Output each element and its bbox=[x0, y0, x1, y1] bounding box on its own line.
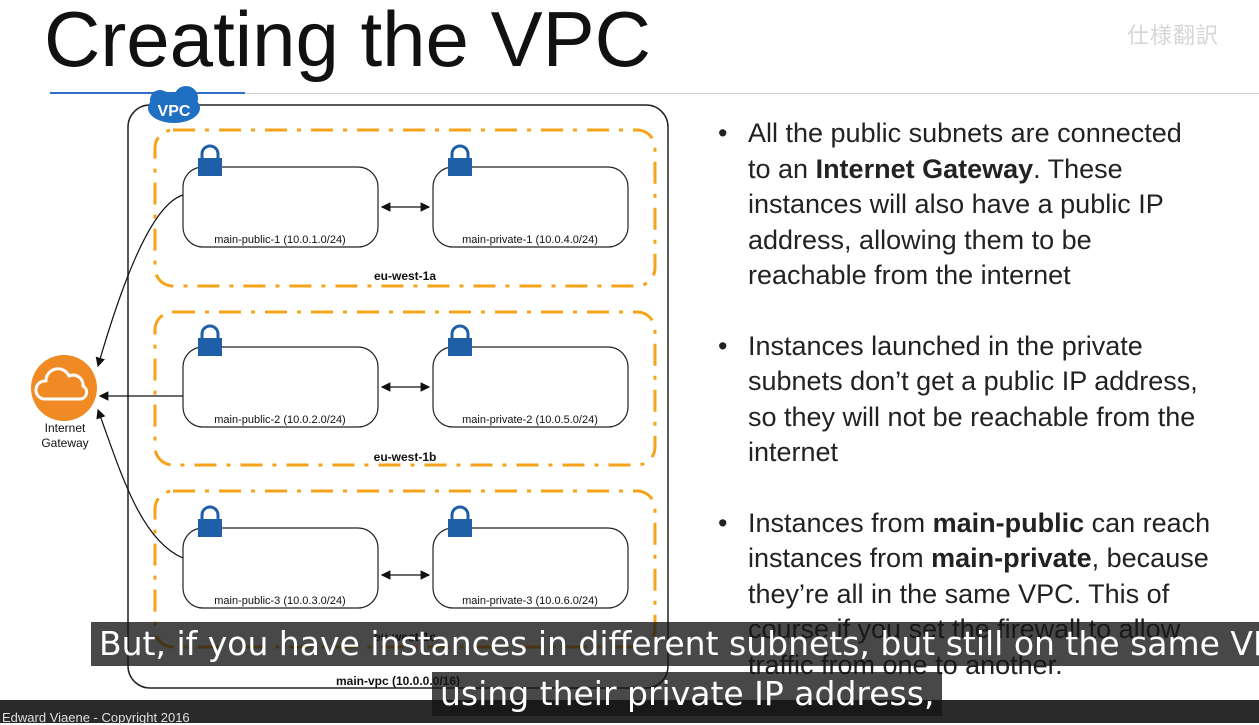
lock-icon bbox=[448, 505, 472, 537]
subnet-main-private-2 bbox=[432, 346, 629, 428]
zone-eu-west-1a: eu-west-1a main-public-1 (10.0.1.0/24) m… bbox=[153, 128, 657, 288]
bullet-item: • All the public subnets are connected to … bbox=[718, 116, 1259, 294]
subnet-label: main-public-2 (10.0.2.0/24) bbox=[214, 414, 345, 426]
vpc-label: main-vpc (10.0.0.0/16) bbox=[336, 674, 460, 688]
vpc-diagram: VPC main-vpc (10.0.0.0/16) eu-west-1a ma… bbox=[31, 86, 669, 689]
zone-border bbox=[153, 128, 657, 288]
bullet-dot-icon: • bbox=[718, 507, 728, 538]
bullet-line: subnets don’t get a public IP address, bbox=[748, 364, 1259, 400]
title-underline bbox=[245, 93, 1259, 94]
vpc-badge: VPC bbox=[148, 86, 200, 123]
subtitle-line-2: using their private IP address, bbox=[432, 672, 943, 716]
cloud-icon bbox=[31, 355, 97, 421]
slide-title: Creating the VPC bbox=[44, 0, 651, 83]
bullet-text: , because bbox=[1091, 543, 1209, 573]
bullet-item: • Instances launched in the private subnet… bbox=[718, 329, 1259, 471]
bullet-text: instances from bbox=[748, 543, 932, 573]
bullet-line: so they will not be reachable from the bbox=[748, 400, 1259, 436]
subtitle-line-1: But, if you have instances in different … bbox=[91, 622, 1259, 666]
bullet-text: to an bbox=[748, 153, 816, 184]
subnet-label: main-private-2 (10.0.5.0/24) bbox=[462, 414, 598, 426]
bullet-line: internet bbox=[748, 435, 1259, 471]
bullet-text: so they will not be reachable from the bbox=[748, 401, 1196, 432]
internet-gateway: Internet Gateway bbox=[31, 355, 97, 450]
zone-border bbox=[153, 310, 657, 467]
bullet-line: Instances launched in the private bbox=[748, 329, 1259, 365]
subnet-main-public-2 bbox=[182, 346, 379, 428]
zone-name: eu-west-1a bbox=[374, 269, 436, 283]
bullet-text: reachable from the internet bbox=[748, 260, 1071, 290]
zone-border bbox=[153, 489, 657, 649]
subnet-label: main-private-3 (10.0.6.0/24) bbox=[462, 595, 598, 607]
bullet-line: instances will also have a public IP bbox=[748, 187, 1259, 223]
gateway-link-arrow bbox=[95, 194, 184, 368]
subnet-main-public-1 bbox=[182, 166, 379, 248]
gateway-link-arrow bbox=[96, 408, 184, 559]
bullet-text: address, allowing them to be bbox=[748, 224, 1092, 255]
bullet-emphasis: main-private bbox=[931, 543, 1092, 573]
bullet-line: reachable from the internet bbox=[748, 258, 1259, 294]
vpc-badge-label: VPC bbox=[158, 103, 191, 120]
gateway-label: Internet bbox=[45, 421, 86, 435]
subnet-label: main-private-1 (10.0.4.0/24) bbox=[462, 234, 598, 246]
bullet-text: can reach bbox=[1084, 507, 1211, 538]
lock-icon bbox=[448, 324, 472, 356]
zone-name: eu-west-1b bbox=[374, 450, 437, 464]
bullet-dot-icon: • bbox=[718, 118, 728, 148]
subnet-main-public-3 bbox=[182, 527, 379, 609]
bullet-line: address, allowing them to be bbox=[748, 223, 1259, 259]
channel-watermark: 仕様翻訳 bbox=[1126, 24, 1219, 49]
bullet-text: instances will also have a public IP bbox=[748, 189, 1164, 219]
title-underline-accent bbox=[50, 92, 245, 94]
bullet-line: they’re all in the same VPC. This of bbox=[748, 577, 1259, 613]
bullet-text: Instances from bbox=[748, 507, 933, 538]
subnet-main-private-1 bbox=[432, 166, 629, 248]
subnet-label: main-public-3 (10.0.3.0/24) bbox=[214, 595, 345, 607]
zone-eu-west-1b: eu-west-1b main-public-2 (10.0.2.0/24) m… bbox=[153, 310, 657, 467]
bullet-text: All the public subnets are connected bbox=[748, 118, 1182, 148]
bullet-line: Instances from main-public can reach bbox=[748, 506, 1259, 542]
lock-icon bbox=[198, 324, 222, 356]
bullet-line: instances from main-private, because bbox=[748, 541, 1259, 577]
bullet-emphasis: Internet Gateway bbox=[815, 153, 1034, 184]
subnet-label: main-public-1 (10.0.1.0/24) bbox=[214, 234, 345, 246]
bullet-text: subnets don’t get a public IP address, bbox=[748, 366, 1198, 396]
bullet-line: to an Internet Gateway. These bbox=[748, 152, 1259, 188]
bullet-text: . These bbox=[1033, 153, 1123, 184]
bullet-dot-icon: • bbox=[718, 330, 728, 361]
bullet-line: All the public subnets are connected bbox=[748, 116, 1259, 152]
subnet-main-private-3 bbox=[432, 527, 629, 609]
bullet-emphasis: main-public bbox=[932, 507, 1085, 538]
lock-icon bbox=[198, 144, 222, 176]
bullet-text: they’re all in the same VPC. This of bbox=[748, 578, 1170, 609]
bullet-text: internet bbox=[748, 437, 839, 467]
gateway-label: Gateway bbox=[41, 436, 88, 450]
lock-icon bbox=[198, 505, 222, 537]
lock-icon bbox=[448, 144, 472, 176]
copyright-footer: Edward Viaene - Copyright 2016 bbox=[2, 710, 190, 725]
bullet-text: Instances launched in the private bbox=[748, 330, 1143, 361]
